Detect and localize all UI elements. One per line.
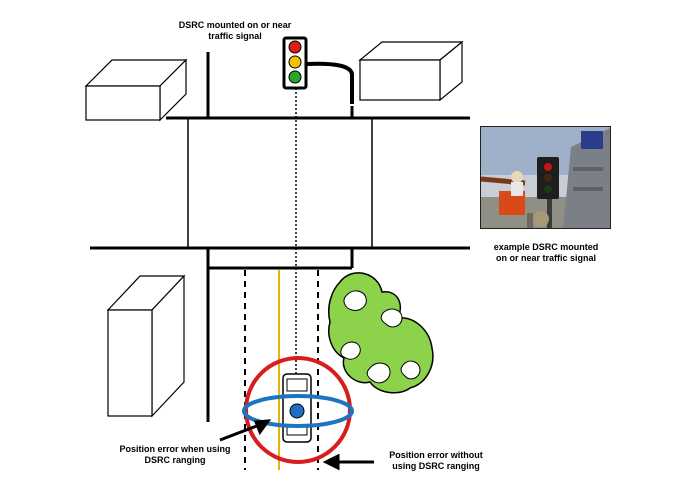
with-ranging-label-line1: Position error when using [119,444,231,454]
road-lines [90,52,470,422]
without-ranging-label-line2: using DSRC ranging [392,461,480,471]
building-icon [358,40,464,102]
without-ranging-label-line1: Position error without [389,450,483,460]
lane-markings [244,270,319,470]
photo-caption-line1: example DSRC mounted [493,242,599,252]
dsrc-signal-label-line1: DSRC mounted on or near [178,20,292,30]
tree-icon [328,272,434,394]
dsrc-signal-label-line2: traffic signal [208,31,262,41]
photo-caption-line2: on or near traffic signal [495,253,597,263]
with-ranging-label: Position error when using DSRC ranging [100,444,250,466]
photo-drawing [481,127,610,228]
vehicle-dot [289,403,305,419]
without-ranging-label: Position error without using DSRC rangin… [366,450,506,472]
road-edges [187,52,373,248]
car-icon [282,373,312,443]
traffic-signal-photo [480,126,611,229]
leader-lines [219,419,374,471]
with-ranging-label-line2: DSRC ranging [144,455,206,465]
building-icon [106,274,186,418]
building-icon [84,58,188,122]
dsrc-signal-label: DSRC mounted on or near traffic signal [170,20,300,42]
photo-caption: example DSRC mounted on or near traffic … [474,242,618,264]
traffic-light-icon [282,36,354,104]
error-ellipse-with-ranging [242,394,354,428]
